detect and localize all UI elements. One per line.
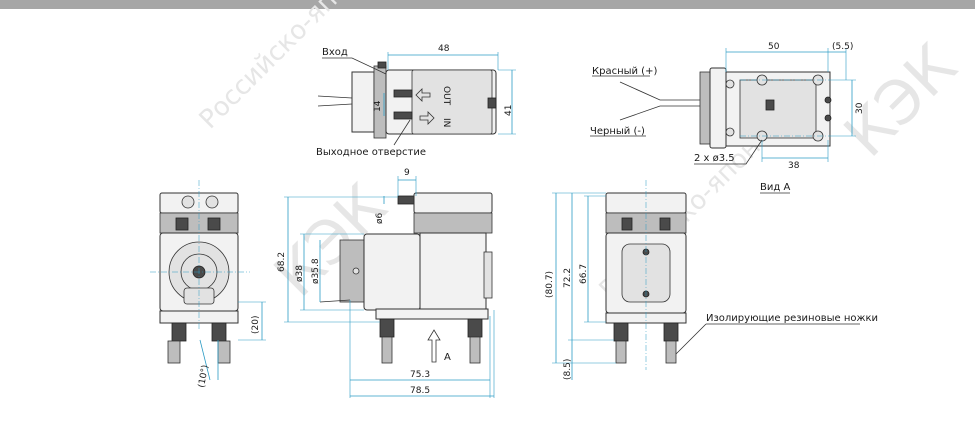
dim-port-length: 9 [404, 168, 410, 178]
dim-top-width: 48 [438, 44, 450, 54]
outlet-label: Выходное отверстие [316, 147, 426, 158]
dim-total-height: 68.2 [277, 252, 287, 272]
dim-port-gap: 14 [373, 100, 383, 112]
black-wire-label: Черный (-) [590, 126, 645, 137]
dim-foot-angle: (10°) [197, 364, 211, 388]
dim-motor-dia: ø38 [295, 265, 305, 282]
dim-rear-offset: (5.5) [832, 42, 853, 52]
feet-label: Изолирующие резиновые ножки [706, 313, 878, 324]
dim-port-dia: ø6 [375, 212, 385, 224]
top-view: OUT IN 48 41 14 Вход Выходное отверстие [316, 44, 516, 158]
dim-h-body: 72.2 [563, 268, 573, 288]
red-wire-label: Красный (+) [592, 66, 657, 77]
holes-label: 2 x ø3.5 [694, 153, 735, 164]
dim-base-length: 75.3 [410, 370, 430, 380]
dim-hole-spacing: 38 [788, 161, 800, 171]
dim-h-overall: (80.7) [545, 271, 555, 298]
dim-rear-width: 50 [768, 42, 780, 52]
dim-h-foot: (8.5) [563, 359, 573, 380]
rear-view: 50 (5.5) 30 38 Красный (+) Черный (-) 2 … [590, 42, 865, 171]
front-view: (20) (10°) [150, 180, 266, 389]
side-view: A 9 ø6 68.2 ø38 ø35.8 75.3 78.5 [277, 168, 495, 398]
inlet-label: Вход [322, 47, 348, 58]
in-marker: IN [441, 118, 451, 127]
out-marker: OUT [441, 86, 451, 106]
dim-top-height: 41 [504, 105, 514, 116]
header-rule [0, 0, 975, 9]
dim-rear-height: 30 [855, 102, 865, 114]
view-a-label: Вид А [760, 182, 790, 193]
dim-h-mid: 66.7 [579, 264, 589, 284]
view-a: (80.7) 72.2 66.7 (8.5) Вид А Изолирующие… [545, 180, 878, 380]
dim-foot-height: (20) [251, 316, 261, 334]
dim-total-length: 78.5 [410, 386, 430, 396]
dim-motor-dia-inner: ø35.8 [311, 258, 321, 284]
arrow-a-label: A [444, 352, 451, 363]
